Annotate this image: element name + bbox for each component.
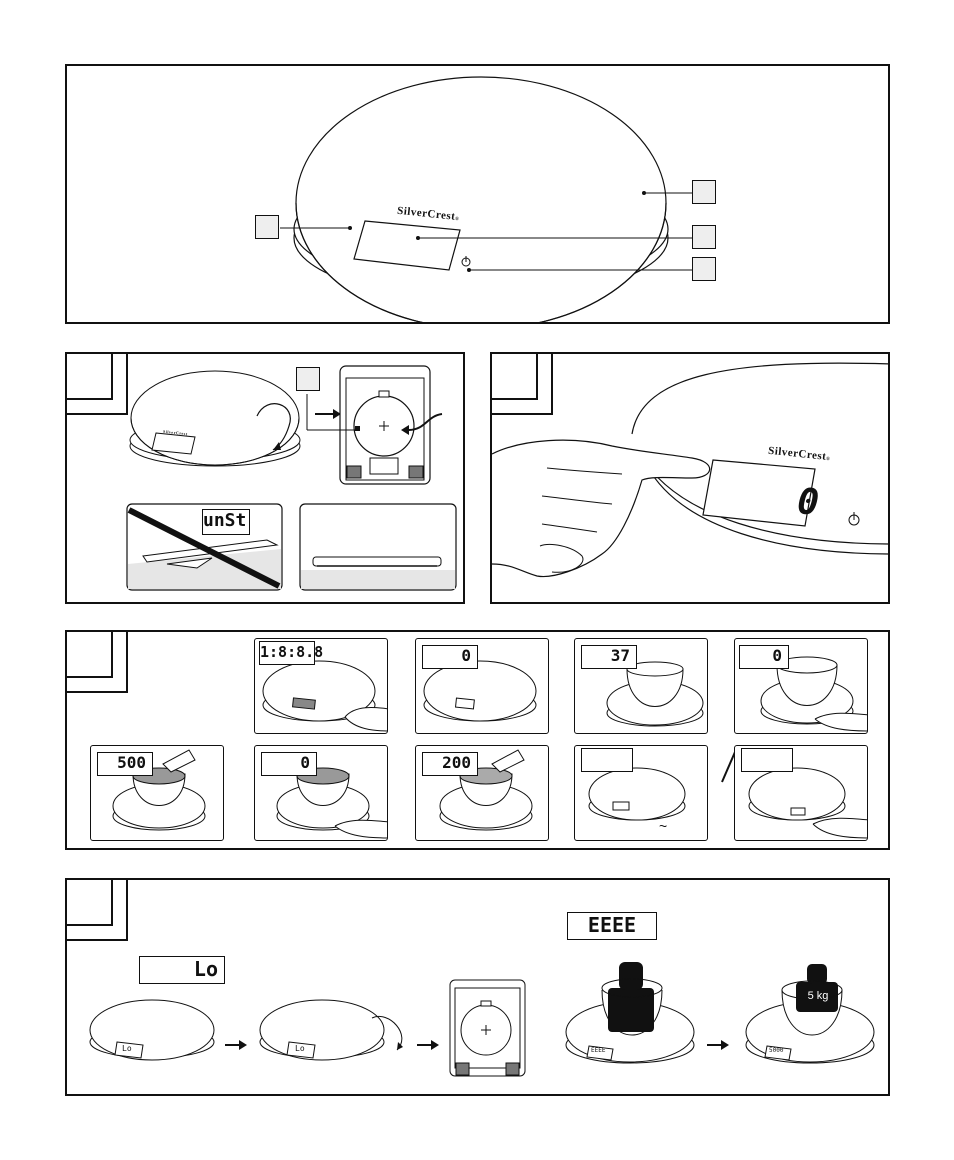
- frame-d-8: ~: [574, 745, 708, 841]
- panel-overview: SilverCrest®: [65, 64, 890, 324]
- frame-d-3: 37: [574, 638, 708, 734]
- frame-d-5: 500: [90, 745, 224, 841]
- callout-box-b: [296, 367, 320, 391]
- display-frame-9: [741, 748, 793, 772]
- small-display-error: EEEE: [591, 1047, 606, 1054]
- display-unstable: unSt: [202, 509, 250, 535]
- display-frame-7: 200: [422, 752, 478, 776]
- panel-battery-placement: SilverCrest unSt: [65, 352, 465, 604]
- display-error: EEEE: [567, 912, 657, 940]
- frame-d-9: [734, 745, 868, 841]
- display-frame-3: 37: [581, 645, 637, 669]
- notch-d: [67, 632, 736, 783]
- section-tab-e: [65, 878, 113, 926]
- callout-box-2: [692, 180, 716, 204]
- panel-low-overload: Lo EEEE 5 kg Lo Lo EEEE 5000: [65, 878, 890, 1096]
- display-frame-4: 0: [739, 645, 789, 669]
- frame-d-7: 200: [415, 745, 549, 841]
- display-frame-6: 0: [261, 752, 317, 776]
- panel-power-on: SilverCrest® 0: [490, 352, 890, 604]
- callout-box-4: [692, 257, 716, 281]
- scale-illustration-large: [280, 76, 692, 322]
- callout-box-1: [255, 215, 279, 239]
- display-frame-8: [581, 748, 633, 772]
- display-low: Lo: [139, 956, 225, 984]
- small-display-lo-2: Lo: [295, 1044, 305, 1053]
- callout-box-3: [692, 225, 716, 249]
- section-tab-b: [65, 352, 113, 400]
- tilde-mark: ~: [659, 818, 668, 834]
- frame-d-6: 0: [254, 745, 388, 841]
- section-tab-c: [490, 352, 538, 400]
- weight-label: 5 kg: [807, 990, 829, 1002]
- section-tab-d: [65, 630, 113, 678]
- hand-press-illustration: [492, 354, 888, 578]
- scales-e: [67, 880, 875, 1077]
- display-frame-5: 500: [97, 752, 153, 776]
- small-display-5000: 5000: [769, 1047, 784, 1054]
- frame-d-4: 0: [734, 638, 868, 734]
- frame-d-1: 1:8:8.8: [254, 638, 388, 734]
- scale-illustration-b: [67, 354, 457, 591]
- small-display-lo-1: Lo: [122, 1044, 132, 1053]
- display-frame-1: 1:8:8.8: [259, 641, 323, 665]
- frame-d-2: 0: [415, 638, 549, 734]
- display-frame-2: 0: [422, 645, 478, 669]
